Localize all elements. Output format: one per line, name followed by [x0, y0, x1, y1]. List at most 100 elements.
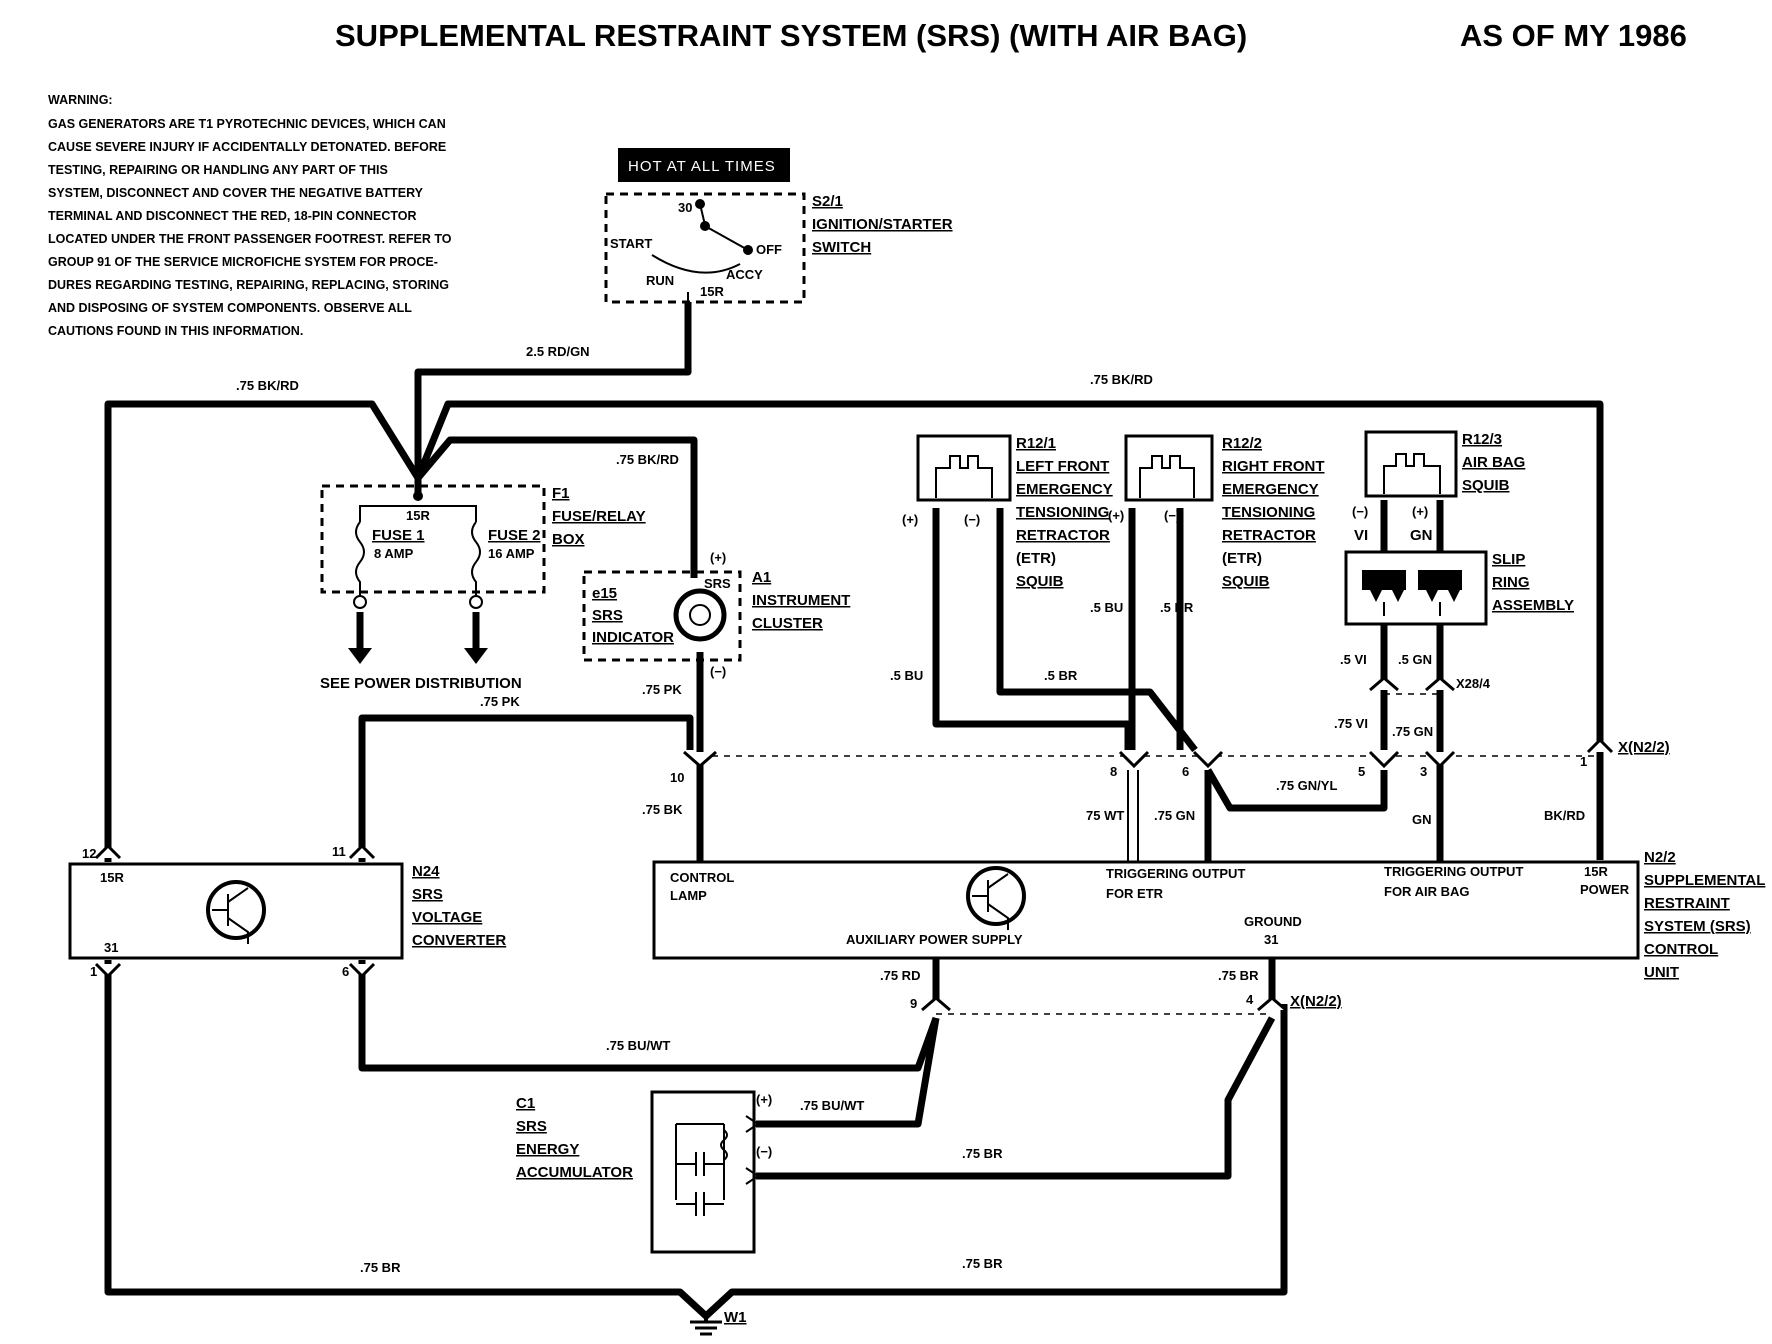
n24-pin-6: 6 [342, 964, 349, 979]
etr-right-label: EMERGENCY [1222, 481, 1319, 498]
wire-label: .75 BU/WT [800, 1098, 864, 1113]
airbag-id: R12/3 [1462, 431, 1502, 448]
etr-right-id: R12/2 [1222, 435, 1262, 452]
switch-name: IGNITION/STARTER [812, 216, 953, 233]
warning-line: DURES REGARDING TESTING, REPAIRING, REPL… [48, 278, 449, 292]
wire-label: BK/RD [1544, 808, 1585, 823]
warning-block: WARNING: GAS GENERATORS ARE T1 PYROTECHN… [48, 93, 452, 338]
fuse2-label: FUSE 2 [488, 527, 541, 544]
etr-left-label: (ETR) [1016, 550, 1056, 567]
lamp-icon [689, 604, 711, 626]
cluster-id: A1 [752, 569, 771, 586]
voltage-converter: 15R 31 12 11 1 6 N24 SRS VOLTAGE CONVERT… [68, 844, 506, 979]
n24-pin-11: 11 [332, 844, 346, 859]
etr-left-minus: (−) [964, 512, 980, 527]
wire-label: .75 BR [962, 1146, 1003, 1161]
etr-left-plus: (+) [902, 512, 918, 527]
fuse1-label: FUSE 1 [372, 527, 425, 544]
wire-label: .75 BR [962, 1256, 1003, 1271]
accumulator-label: ACCUMULATOR [516, 1164, 633, 1181]
accumulator-id: C1 [516, 1095, 535, 1112]
wire-label: .75 BR [360, 1260, 401, 1275]
hot-label: HOT AT ALL TIMES [628, 158, 776, 175]
warning-heading: WARNING: [48, 93, 113, 107]
cluster-name: INSTRUMENT [752, 592, 850, 609]
indicator-label: INDICATOR [592, 629, 674, 646]
airbag-minus: (−) [1352, 504, 1368, 519]
instrument-cluster: SRS (+) (−) e15 SRS INDICATOR A1 INSTRUM… [582, 550, 850, 679]
pin-10: 10 [670, 770, 684, 785]
warning-line: CAUTIONS FOUND IN THIS INFORMATION. [48, 324, 303, 338]
pin-5: 5 [1358, 764, 1365, 779]
aux-power-label: AUXILIARY POWER SUPPLY [846, 932, 1023, 947]
airbag-squib: (−) (+) VI GN R12/3 AIR BAG SQUIB [1352, 430, 1525, 544]
pin-6: 6 [1182, 764, 1189, 779]
accumulator-plus: (+) [756, 1092, 772, 1107]
wire-label: .5 VI [1340, 652, 1367, 667]
warning-line: SYSTEM, DISCONNECT AND COVER THE NEGATIV… [48, 186, 424, 200]
n2-2-id: N2/2 [1644, 849, 1676, 866]
connector-x-n2-2-bottom: 9 4 X(N2/2) [910, 992, 1342, 1011]
transistor-icon [966, 866, 1026, 926]
etr-right-minus: (−) [1164, 508, 1180, 523]
wire-label: .5 GN [1398, 652, 1432, 667]
fuse-box-id: F1 [552, 485, 570, 502]
control-lamp-label: LAMP [670, 888, 707, 903]
cluster-name: CLUSTER [752, 615, 823, 632]
airbag-vi: VI [1354, 527, 1368, 544]
wire-label: .5 BR [1160, 600, 1194, 615]
cluster-minus: (−) [710, 664, 726, 679]
n24-pin-12: 12 [82, 846, 96, 861]
wire-label: .75 RD [880, 968, 920, 983]
trigger-etr-label: FOR ETR [1106, 886, 1164, 901]
n24-terminal-15r: 15R [100, 870, 124, 885]
wire-label: GN [1412, 812, 1432, 827]
switch-pos-30: 30 [678, 200, 692, 215]
ground-icon [690, 1320, 722, 1336]
wire-label: 75 WT [1086, 808, 1124, 823]
n24-label: CONVERTER [412, 932, 506, 949]
wire-label: .5 BR [1044, 668, 1078, 683]
connector-label: X(N2/2) [1618, 739, 1670, 756]
connector-x28-4: X28/4 [1456, 676, 1491, 691]
switch-id: S2/1 [812, 193, 843, 210]
trigger-airbag-label: FOR AIR BAG [1384, 884, 1469, 899]
wire-labels: 2.5 RD/GN .75 BK/RD .75 BK/RD .75 BK/RD … [236, 344, 1585, 1275]
n24-id: N24 [412, 863, 440, 880]
etr-right-squib: (+) (−) R12/2 RIGHT FRONT EMERGENCY TENS… [1108, 434, 1325, 590]
airbag-label: SQUIB [1462, 477, 1510, 494]
wire-label: .5 BU [1090, 600, 1123, 615]
see-power-distribution: SEE POWER DISTRIBUTION [320, 675, 522, 692]
model-year: AS OF MY 1986 [1460, 18, 1687, 53]
trigger-airbag-label: TRIGGERING OUTPUT [1384, 864, 1523, 879]
switch-pos-15r: 15R [700, 284, 724, 299]
connector-pins [94, 676, 1614, 1012]
slip-ring-label: RING [1492, 574, 1530, 591]
etr-left-label: SQUIB [1016, 573, 1064, 590]
etr-right-label: (ETR) [1222, 550, 1262, 567]
etr-right-label: RIGHT FRONT [1222, 458, 1325, 475]
n2-2-label: RESTRAINT [1644, 895, 1730, 912]
n24-label: VOLTAGE [412, 909, 482, 926]
srs-control-unit: CONTROL LAMP TRIGGERING OUTPUT FOR ETR T… [652, 849, 1765, 981]
wire-label: .75 GN [1154, 808, 1195, 823]
energy-accumulator: (+) (−) C1 SRS ENERGY ACCUMULATOR [516, 1090, 772, 1254]
pin-8: 8 [1110, 764, 1117, 779]
wiring [104, 302, 1604, 1320]
fuse-box-name: BOX [552, 531, 585, 548]
accumulator-minus: (−) [756, 1144, 772, 1159]
slip-ring-label: SLIP [1492, 551, 1525, 568]
wire-label: .75 BR [1218, 968, 1259, 983]
etr-left-label: EMERGENCY [1016, 481, 1113, 498]
n2-2-label: CONTROL [1644, 941, 1718, 958]
switch-name: SWITCH [812, 239, 871, 256]
ground-label: GROUND [1244, 914, 1302, 929]
fuse2-amp: 16 AMP [488, 546, 535, 561]
etr-left-label: LEFT FRONT [1016, 458, 1109, 475]
connector-x-n2-2-top: 10 8 6 5 3 1 X(N2/2) [670, 739, 1670, 785]
wire-label: .75 VI [1334, 716, 1368, 731]
hot-label-box [618, 148, 790, 182]
warning-line: GAS GENERATORS ARE T1 PYROTECHNIC DEVICE… [48, 117, 446, 131]
cluster-plus: (+) [710, 550, 726, 565]
